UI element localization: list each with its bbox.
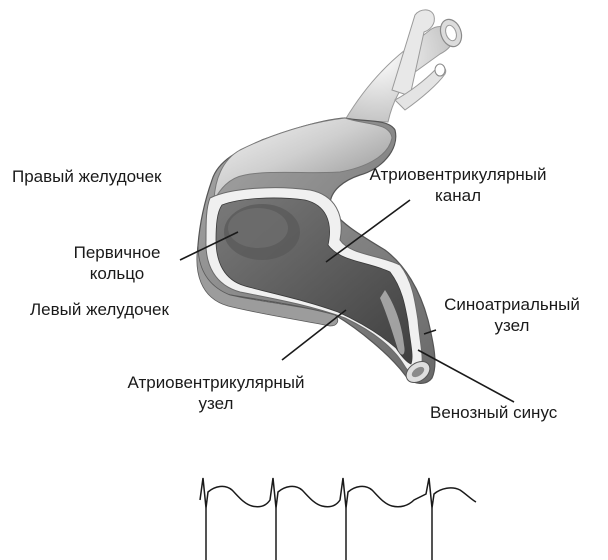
heart-tube [197,118,435,387]
outflow-vessels [345,10,465,122]
ecg-waveform [200,478,476,508]
label-primary-ring-line2: кольцо [52,263,182,284]
label-av-node-line2: узел [96,393,336,414]
label-av-canal-line2: канал [338,185,578,206]
label-av-node: Атриовентрикулярный узел [96,372,336,414]
label-sa-node-line1: Синоатриальный [424,294,600,315]
ecg-trace [200,478,476,560]
label-sa-node-line2: узел [424,315,600,336]
label-av-canal-line1: Атриовентрикулярный [338,164,578,185]
label-av-canal: Атриовентрикулярный канал [338,164,578,206]
label-left-ventricle: Левый желудочек [30,299,169,320]
label-sinus-venosus: Венозный синус [430,402,557,423]
label-primary-ring: Первичное кольцо [52,242,182,284]
label-av-node-line1: Атриовентрикулярный [96,372,336,393]
label-sa-node: Синоатриальный узел [424,294,600,336]
label-right-ventricle: Правый желудочек [12,166,161,187]
label-primary-ring-line1: Первичное [52,242,182,263]
